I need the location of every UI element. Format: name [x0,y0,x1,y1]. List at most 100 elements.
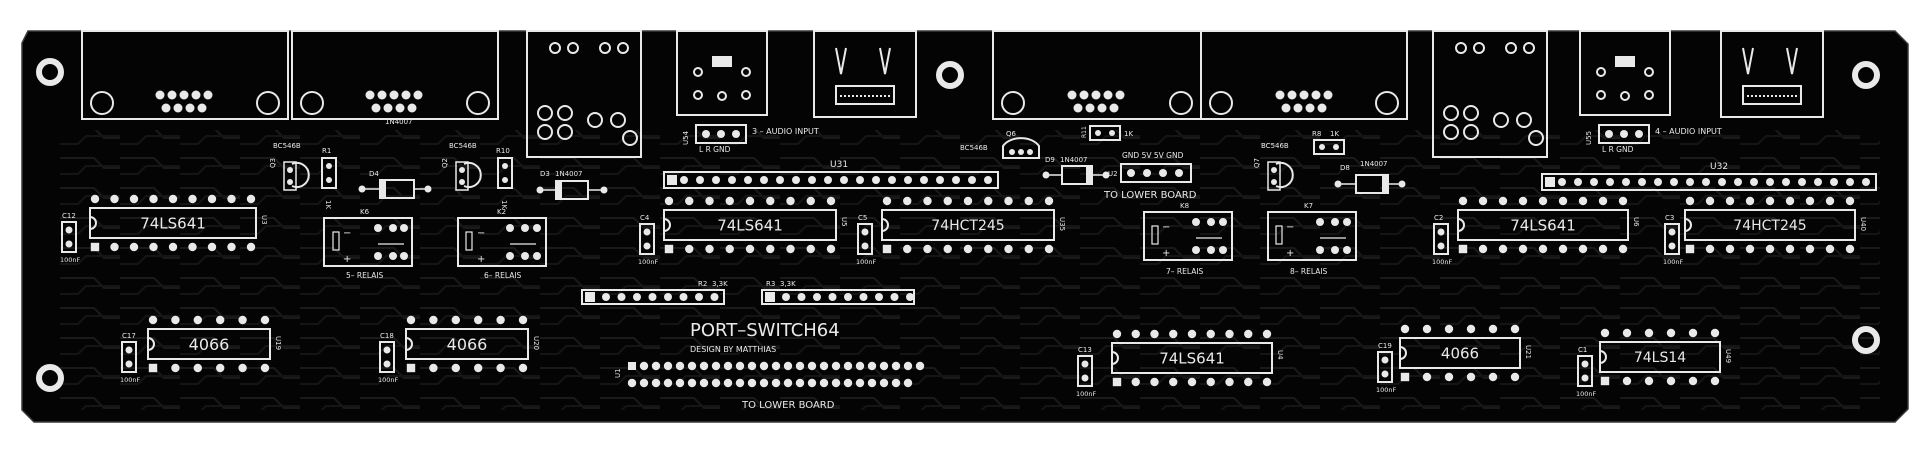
ref-designator: C4 [640,214,650,222]
relay-k7: −+ K7 8– RELAIS [1267,202,1357,276]
ref-designator: D3 [540,170,550,178]
transistor-part: BC546B [449,142,477,150]
ref-designator: U35 [1058,217,1066,231]
resistor-value: 1K [500,200,508,209]
mounting-hole [36,58,64,86]
ref-designator: Q2 [441,158,449,168]
ref-designator: U1 [614,368,622,378]
transistor-q6: BC546B Q6 [960,130,1040,159]
ref-designator: C3 [1665,214,1674,222]
ref-designator: C13 [1078,346,1092,354]
ref-designator: Q7 [1253,158,1261,168]
ref-designator: U54 [682,130,690,145]
audio-jack [676,30,768,116]
ref-designator: U31 [830,160,848,170]
transistor-q3: BC546B Q3 [269,142,310,191]
connector-u1: U1 TO LOWER BOARD [614,361,925,411]
audio-pin-labels: L R GND [1602,145,1634,154]
resistor-r8: R8 1K [1312,130,1345,155]
ref-designator: C17 [122,332,136,340]
diode-part: 1N4007 [1060,156,1088,164]
capacitor-value: 100nF [1376,386,1397,394]
ref-designator: U32 [1710,162,1728,172]
ref-designator: C2 [1434,214,1443,222]
ic-label: 4066 [1441,344,1479,362]
power-header-label: GND 5V 5V GND [1122,151,1184,160]
resistor-value: 3,3K [780,280,796,288]
ic-u21: 4066 U21 [1399,324,1532,382]
resistor-value: 1K [1330,130,1339,138]
svg-text:+: + [1286,248,1294,259]
resistor-value: 3,3K [712,280,728,288]
capacitor-value: 100nF [638,258,659,266]
ref-designator: C12 [62,212,76,220]
ref-designator: K6 [360,208,370,216]
ref-designator: U4 [1276,350,1284,360]
ic-label: 74LS14 [1634,350,1686,366]
to-lower-board-label: TO LOWER BOARD [1103,190,1197,201]
ic-label: 74LS641 [717,216,783,234]
ref-designator: C18 [380,332,394,340]
capacitor-value: 100nF [1576,390,1597,398]
ref-designator: U3 [260,215,268,225]
resistor-r11: R11 1K [1081,125,1133,141]
ref-designator: U20 [532,336,540,350]
ref-designator: U21 [1524,345,1532,359]
ref-designator: U5 [840,217,848,227]
diode-d4: D4 1N4007 [358,118,432,199]
power-header-u2: GND 5V 5V GND U2 TO LOWER BOARD [1103,151,1197,201]
transistor-part: BC546B [273,142,301,150]
mounting-hole [1852,326,1880,354]
relay-label: 5– RELAIS [346,271,384,280]
diode-d9: D9 1N4007 [1042,156,1110,185]
ref-designator: R11 [1081,126,1088,138]
mounting-hole [936,61,964,89]
resistor-r1: R1 1K [321,147,337,209]
transistor-part: BC546B [1261,142,1289,150]
svg-text:−: − [1162,222,1170,233]
board-title: PORT–SWITCH64 [690,320,840,341]
diode-part: 1N4007 [555,170,583,178]
db9-connector [291,30,499,120]
mounting-hole [36,364,64,392]
ref-designator: R8 [1312,130,1321,138]
ref-designator: R3 [766,280,775,288]
pin-header-u31: U31 [663,160,999,189]
ic-label: 74HCT245 [931,218,1004,234]
ref-designator: C5 [858,214,867,222]
relay-k2: −+ K2 6– RELAIS [457,208,547,280]
relay-label: 8– RELAIS [1290,267,1328,276]
svg-text:+: + [1162,248,1170,259]
capacitor-c3: C3 100nF [1663,214,1684,266]
ref-designator: U2 [1108,170,1118,178]
mounting-hole [1852,61,1880,89]
audio-pin-labels: L R GND [699,145,731,154]
capacitor-c4: C4 100nF [638,214,659,266]
rj-connector [526,30,642,158]
ref-designator: D8 [1340,164,1350,172]
transistor-q2: BC546B Q2 [441,142,482,191]
ref-designator: C19 [1378,342,1392,350]
capacitor-value: 100nF [1663,258,1684,266]
resistor-r10: R10 1K [496,147,513,209]
diode-d3: D3 1N4007 [536,170,608,200]
relay-label: 7– RELAIS [1166,267,1204,276]
pin-header-u32: U32 [1541,162,1877,191]
ref-designator: U6 [1632,217,1640,227]
capacitor-value: 100nF [120,376,141,384]
resistor-network-r2: R2 3,3K [581,280,728,305]
audio-input-label: 4 – AUDIO INPUT [1655,127,1722,136]
svg-text:+: + [477,254,485,265]
svg-text:−: − [343,228,351,239]
audio-input-header-3: 3 – AUDIO INPUT L R GND U54 [682,124,819,154]
ref-designator: R1 [322,147,331,155]
ref-designator: K2 [497,208,506,216]
